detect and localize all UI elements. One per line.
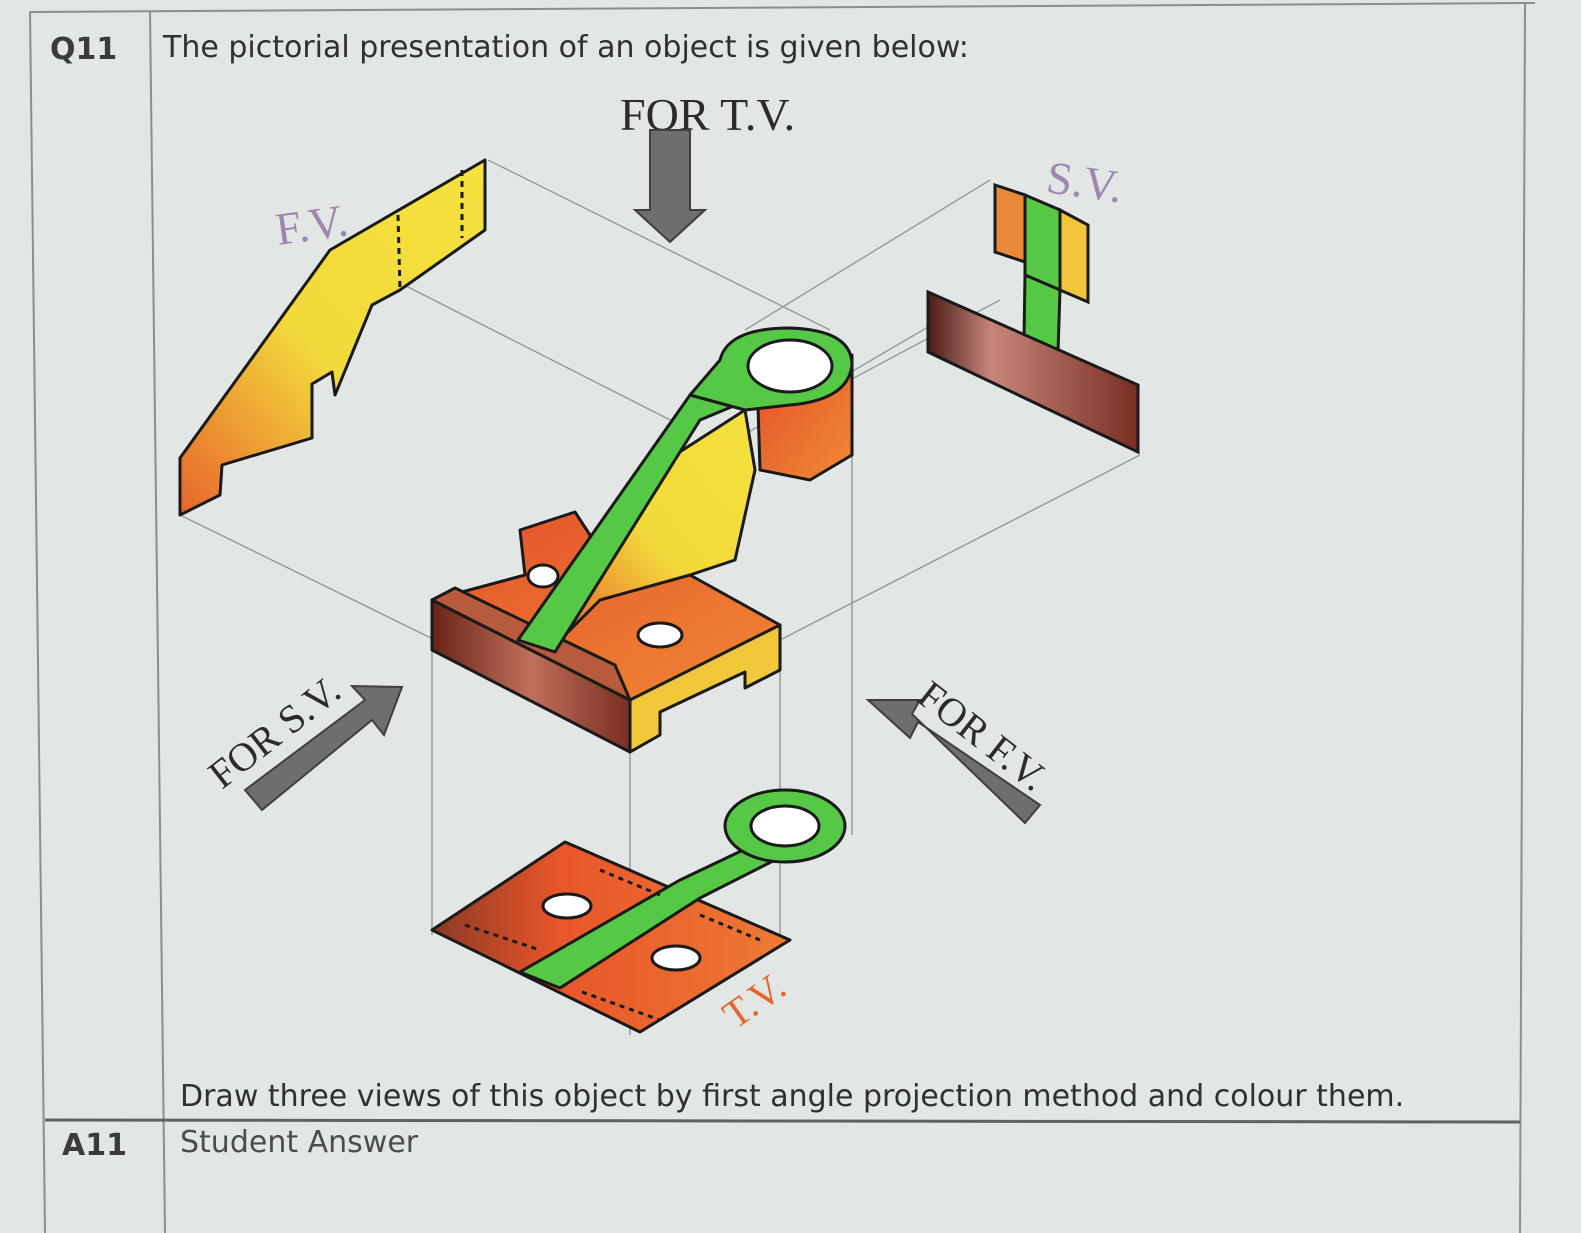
question-instruction: Draw three views of this object by first… — [180, 1079, 1405, 1114]
sv-label: S.V. — [1044, 151, 1126, 212]
for-fv-arrow — [865, 699, 1042, 825]
isometric-object — [430, 326, 854, 754]
for-sv-arrow — [243, 684, 404, 812]
answer-number: A11 — [62, 1128, 127, 1163]
front-view-hidden-line — [396, 214, 402, 291]
for-tv-label: FOR T.V. — [620, 89, 795, 140]
top-view — [430, 788, 847, 1034]
student-answer-field[interactable]: Student Answer — [180, 1125, 419, 1160]
question-prompt: The pictorial presentation of an object … — [163, 30, 969, 65]
base-hole — [526, 563, 560, 589]
top-view-hole — [541, 892, 593, 920]
top-view-hole — [650, 944, 702, 972]
boss-hole — [746, 338, 834, 394]
front-view — [178, 158, 487, 517]
top-view-hole — [749, 804, 821, 848]
base-hole — [636, 621, 684, 649]
question-number: Q11 — [50, 32, 118, 67]
for-tv-arrow — [632, 129, 708, 244]
side-view — [926, 182, 1140, 455]
